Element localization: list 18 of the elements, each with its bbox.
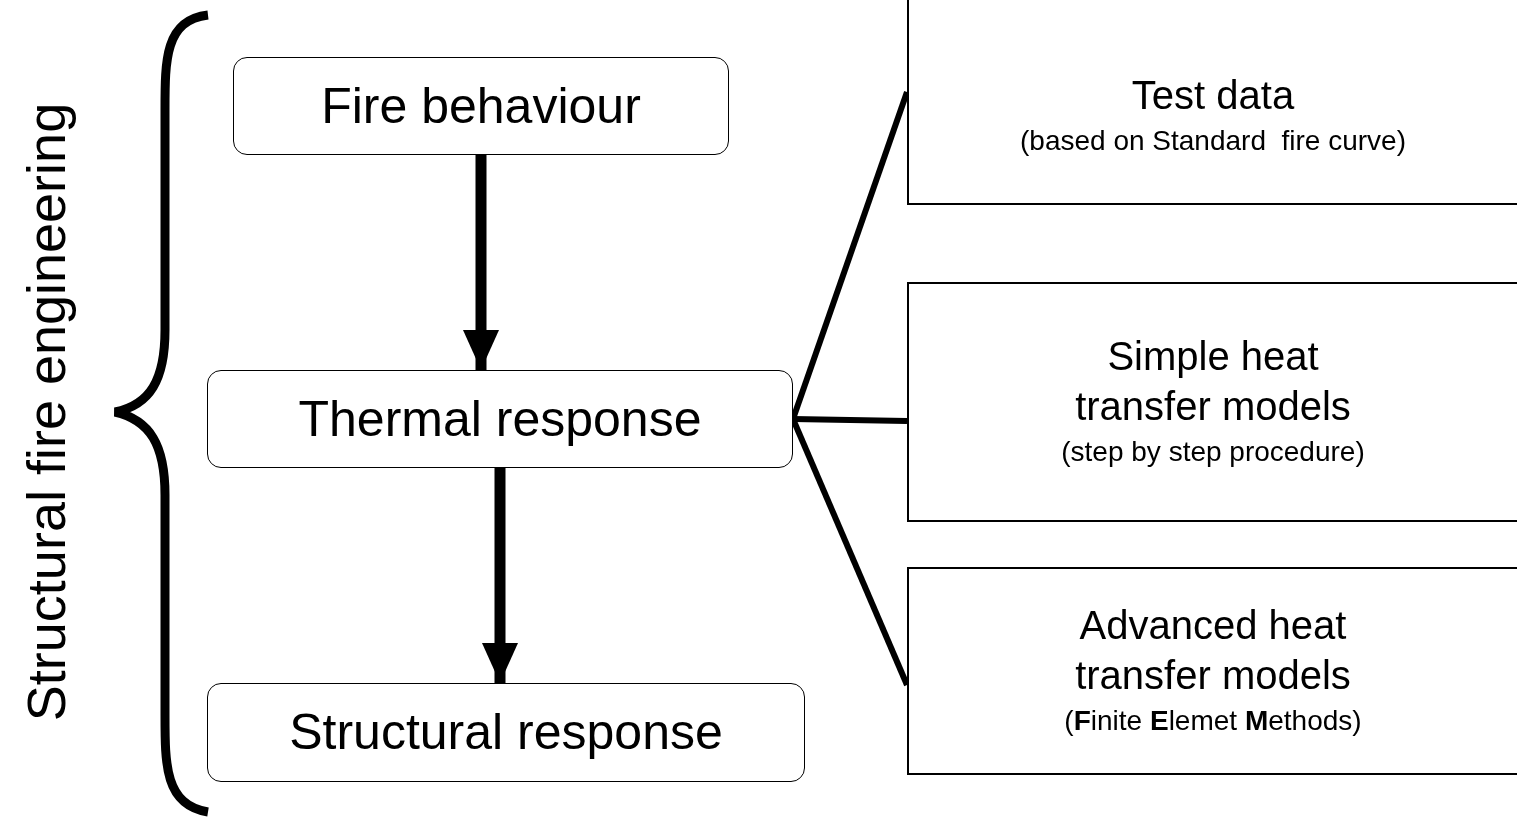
box-subtitle: (Finite Elemet Methods)	[1064, 704, 1362, 738]
method-box	[907, 282, 1517, 522]
box-title: Structural response	[289, 703, 723, 763]
method-box	[907, 567, 1517, 775]
box-title: Fire behaviour	[321, 76, 641, 136]
process-box	[207, 683, 805, 782]
method-box	[907, 0, 1517, 205]
vertical-title: Structural fire engineering	[15, 102, 78, 722]
box-subtitle: (step by step procedure)	[1061, 435, 1365, 469]
box-title: Test data	[1131, 71, 1295, 119]
process-box	[233, 57, 729, 155]
box-subtitle: (based on Standard fire curve)	[1020, 123, 1406, 158]
box-title: Advanced heat transfer models	[1074, 602, 1352, 699]
box-title: Thermal response	[298, 389, 702, 449]
arrow	[463, 155, 499, 370]
arrow	[482, 468, 518, 683]
process-box	[207, 370, 793, 468]
box-title: Simple heat transfer models	[1074, 333, 1352, 430]
